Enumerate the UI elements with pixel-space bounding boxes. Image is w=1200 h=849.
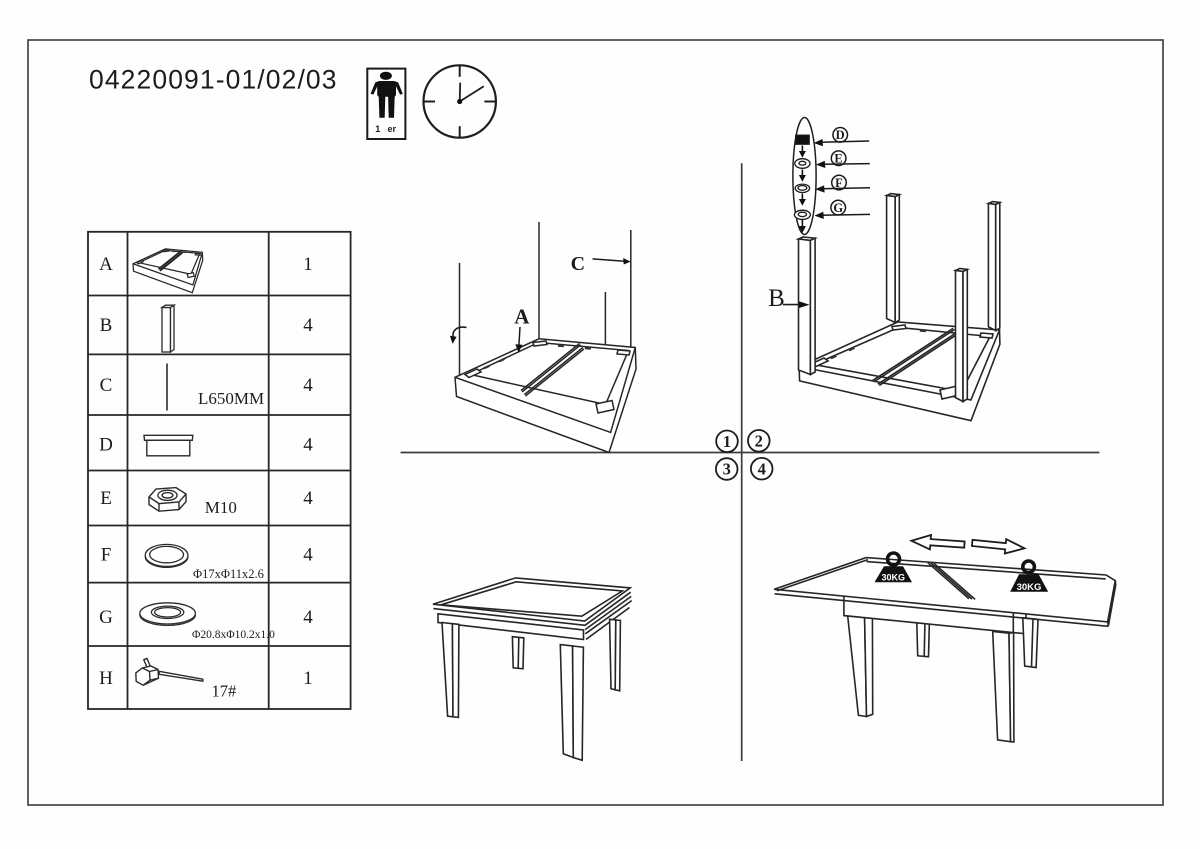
svg-text:1: 1 <box>723 432 731 451</box>
svg-text:D: D <box>99 435 113 456</box>
svg-text:4: 4 <box>303 435 313 456</box>
svg-text:C: C <box>571 253 585 275</box>
svg-text:er: er <box>388 124 397 134</box>
svg-text:04220091-01/02/03: 04220091-01/02/03 <box>89 65 338 95</box>
svg-text:4: 4 <box>303 607 313 628</box>
svg-text:G: G <box>99 607 113 628</box>
svg-text:Φ20.8xΦ10.2x1.0: Φ20.8xΦ10.2x1.0 <box>192 629 275 641</box>
svg-text:F: F <box>835 176 843 190</box>
svg-text:1: 1 <box>303 254 313 275</box>
svg-text:Φ17xΦ11x2.6: Φ17xΦ11x2.6 <box>193 567 264 581</box>
svg-text:A: A <box>514 305 530 329</box>
svg-text:4: 4 <box>758 459 766 478</box>
svg-text:1: 1 <box>375 124 380 134</box>
svg-text:C: C <box>100 375 113 396</box>
svg-text:A: A <box>99 254 113 275</box>
svg-text:G: G <box>833 201 843 215</box>
svg-text:B: B <box>768 285 785 312</box>
svg-text:4: 4 <box>303 545 313 566</box>
svg-text:4: 4 <box>303 488 313 509</box>
svg-text:D: D <box>836 128 845 142</box>
svg-text:M10: M10 <box>205 498 237 517</box>
svg-text:3: 3 <box>723 460 731 479</box>
svg-text:30KG: 30KG <box>1017 582 1042 593</box>
svg-text:E: E <box>100 488 112 509</box>
svg-text:4: 4 <box>303 375 313 396</box>
svg-text:30KG: 30KG <box>882 572 906 582</box>
svg-text:H: H <box>99 668 113 689</box>
svg-text:4: 4 <box>303 315 313 336</box>
svg-text:2: 2 <box>755 432 763 451</box>
svg-text:L650MM: L650MM <box>198 389 264 408</box>
svg-text:E: E <box>834 151 842 165</box>
svg-text:17#: 17# <box>212 682 237 701</box>
svg-text:1: 1 <box>303 668 313 689</box>
svg-text:F: F <box>101 545 112 566</box>
svg-text:B: B <box>100 315 113 336</box>
